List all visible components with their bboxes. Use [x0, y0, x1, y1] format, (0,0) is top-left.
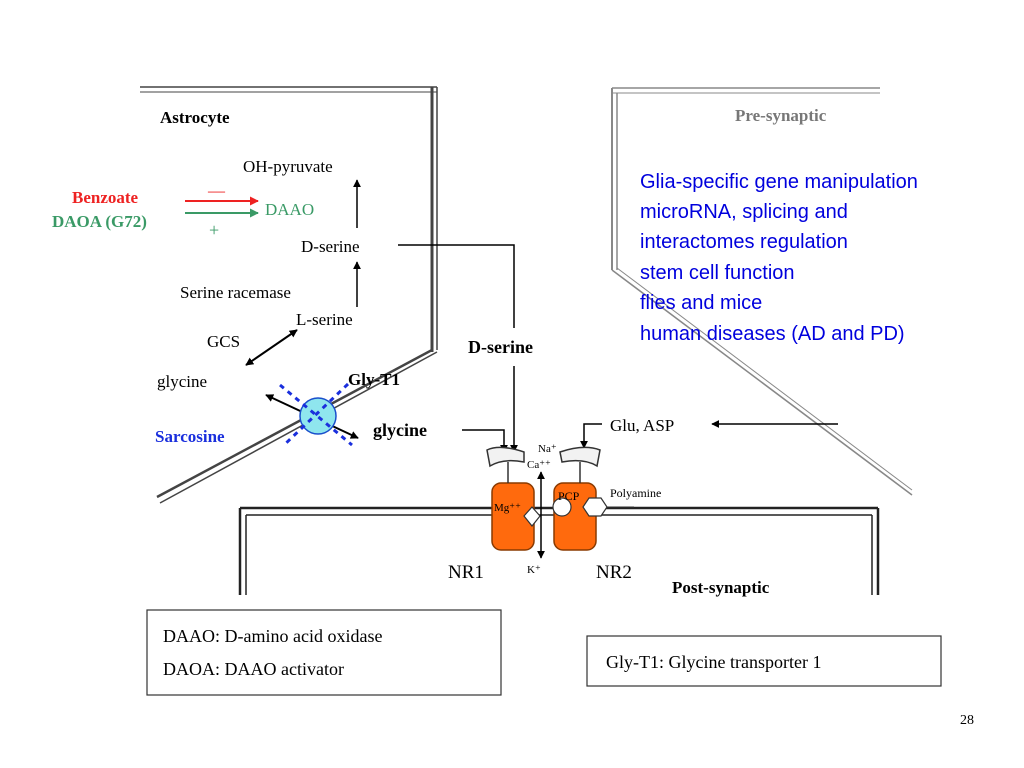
- research-item: human diseases (AD and PD): [640, 323, 905, 345]
- nr1-label: NR1: [448, 562, 484, 583]
- ca-ion-label: Ca⁺⁺: [527, 459, 551, 471]
- research-item: interactomes regulation: [640, 231, 848, 253]
- oh-pyruvate-label: OH-pyruvate: [243, 157, 333, 176]
- na-ion-label: Na⁺: [538, 443, 557, 455]
- pcp-label: PCP: [558, 489, 580, 503]
- legend-glyt1-line: Gly-T1: Glycine transporter 1: [606, 652, 821, 672]
- research-item: Glia-specific gene manipulation: [640, 171, 918, 193]
- legend-daao-line: DAAO: D-amino acid oxidase: [163, 626, 382, 646]
- d-serine-astro-label: D-serine: [301, 237, 360, 256]
- glycine-synapse-label: glycine: [373, 420, 427, 440]
- legend-daoa-line: DAOA: DAAO activator: [163, 659, 344, 679]
- glycine-to-nr1-arrow: [462, 429, 508, 453]
- serine-racemase-label: Serine racemase: [180, 283, 291, 302]
- minus-sign: —: [207, 181, 226, 200]
- legend-right: Gly-T1: Glycine transporter 1: [586, 635, 942, 687]
- k-ion-label: K⁺: [527, 564, 541, 576]
- research-item: microRNA, splicing and: [640, 201, 848, 223]
- daoa-label: DAOA (G72): [52, 212, 147, 231]
- d-serine-release-line: [398, 244, 515, 328]
- legend-left-box: [146, 609, 502, 696]
- glycine-astro-label: glycine: [157, 372, 207, 391]
- polyamine-site-hexagon: [582, 497, 608, 517]
- slide-number: 28: [960, 713, 974, 728]
- glu-asp-label: Glu, ASP: [610, 416, 674, 435]
- gcs-double-arrow: [245, 329, 298, 366]
- presynaptic-boundary: [611, 87, 913, 496]
- astrocyte-title: Astrocyte: [160, 108, 230, 127]
- legend-left: DAAO: D-amino acid oxidase DAOA: DAAO ac…: [146, 609, 502, 696]
- gly-t1-label: Gly-T1: [348, 370, 400, 389]
- nr1-ligand-cup: [486, 446, 525, 468]
- l-serine-label: L-serine: [296, 310, 353, 329]
- daao-label: DAAO: [265, 200, 314, 219]
- research-list: Glia-specific gene manipulation microRNA…: [640, 171, 918, 345]
- nmda-receptor: [486, 446, 634, 559]
- pre-synaptic-title: Pre-synaptic: [735, 106, 827, 125]
- sarcosine-block-line-b: [281, 382, 350, 448]
- nr2-ligand-cup: [559, 446, 601, 468]
- research-item: stem cell function: [640, 262, 795, 284]
- research-item: flies and mice: [640, 292, 762, 314]
- mg-ion-label: Mg⁺⁺: [494, 502, 521, 514]
- sarcosine-label: Sarcosine: [155, 427, 225, 446]
- polyamine-label: Polyamine: [610, 486, 661, 500]
- gcs-label: GCS: [207, 332, 240, 351]
- d-serine-synapse-label: D-serine: [468, 337, 533, 357]
- plus-sign: +: [209, 220, 219, 240]
- benzoate-label: Benzoate: [72, 188, 139, 207]
- post-synaptic-title: Post-synaptic: [672, 578, 770, 597]
- pcp-site-circle: [552, 497, 572, 517]
- gly-t1-transporter: [299, 397, 337, 435]
- nr2-label: NR2: [596, 562, 632, 583]
- legend-right-box: [586, 635, 942, 687]
- glu-to-nr2-arrow: [580, 423, 602, 449]
